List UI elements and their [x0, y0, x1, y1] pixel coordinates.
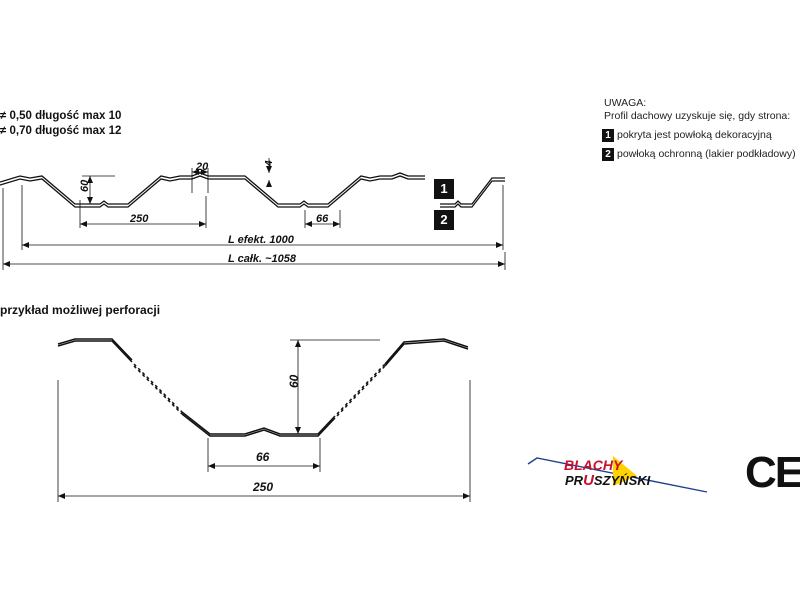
- logo-line-2c: SZYŃSKI: [594, 473, 651, 488]
- perforation-dim-bottom: 66: [256, 450, 270, 464]
- ce-mark: CE: [745, 448, 800, 497]
- perforation-title: przykład możliwej perforacji: [0, 303, 161, 317]
- profile-dim-top: 20: [195, 161, 209, 173]
- profile-dim-bottom: 66: [316, 213, 329, 225]
- logo-line-2b: U: [583, 472, 595, 489]
- side-1-badge: 1: [434, 179, 454, 199]
- perforation-drawing: 60 66 250: [57, 338, 471, 502]
- side-2-badge: 2: [434, 210, 454, 230]
- company-logo: BLACHY PRUSZYŃSKI: [527, 456, 708, 493]
- logo-line-1: BLACHY: [564, 457, 624, 473]
- profile-dim-pitch: 250: [129, 213, 149, 225]
- badge-1: 1: [602, 129, 614, 142]
- spec-line-1: ≠ 0,50 długość max 10: [0, 110, 122, 122]
- profile-dim-height: 60: [79, 179, 91, 192]
- note-item-1-text: pokryta jest powłoką dekoracyjną: [617, 129, 772, 141]
- perforated-profile-line: [57, 338, 469, 437]
- effective-length-label: L efekt. 1000: [228, 234, 295, 246]
- svg-text:PRUSZYŃSKI: PRUSZYŃSKI: [565, 472, 651, 489]
- profile-dim-step: 4: [264, 160, 275, 167]
- perforation-dim-height: 60: [287, 374, 301, 388]
- logo-line-2a: PR: [565, 473, 584, 488]
- note-subtitle: Profil dachowy uzyskuje się, gdy strona:: [604, 110, 791, 122]
- logo-swoosh-icon: [527, 456, 708, 493]
- note-title: UWAGA:: [604, 97, 647, 109]
- profile-line: [0, 172, 505, 208]
- total-length-label: L całk. ~1058: [228, 253, 297, 265]
- spec-line-2: ≠ 0,70 długość max 12: [0, 125, 122, 137]
- note-item-2-text: powłoką ochronną (lakier podkładowy): [617, 148, 796, 160]
- profile-drawing: 60 20 4 250 66 L efekt. 1000 L całk. ~10…: [0, 158, 506, 270]
- perforation-dim-pitch: 250: [252, 480, 273, 494]
- badge-2: 2: [602, 148, 614, 161]
